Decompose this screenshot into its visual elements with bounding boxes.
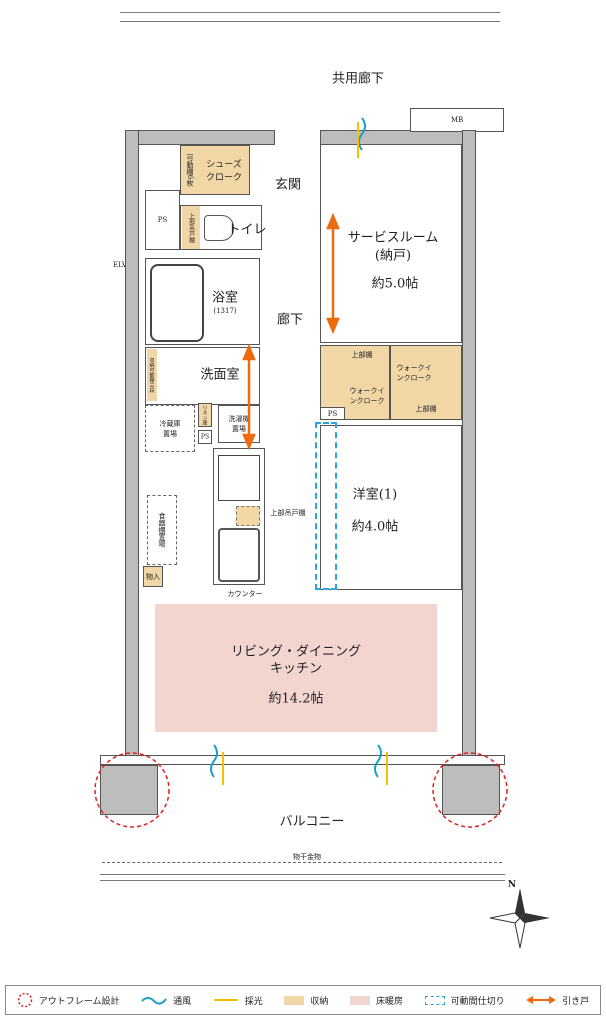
service-room-size: 約5.0帖	[371, 276, 419, 292]
legend-item: アウトフレーム設計	[17, 992, 120, 1008]
ps-box-top: PS	[145, 190, 180, 250]
western-room-size: 約4.0帖	[351, 519, 399, 535]
ventilation-icon	[358, 117, 366, 151]
blue-dashed-box-icon	[424, 995, 445, 1005]
fridge-space: 冷蔵庫置場	[145, 405, 195, 452]
upper-shelf-label-2: 上部棚	[415, 405, 437, 413]
mb-label: MB	[450, 116, 464, 124]
column-right	[442, 765, 500, 815]
legend-item: 引き戸	[526, 994, 589, 1007]
pink-box-icon	[349, 995, 370, 1005]
ps-label: PS	[200, 433, 210, 441]
western-room	[320, 425, 462, 590]
walk-in-closet-2	[390, 345, 462, 420]
toilet-cabinet-label: 上部吊戸棚	[187, 213, 195, 243]
bath-label: 浴室	[211, 290, 239, 306]
sink-icon	[218, 528, 260, 582]
shoes-closet	[180, 145, 250, 195]
legend-item: 採光	[213, 994, 263, 1007]
outframe-circle-icon	[432, 752, 508, 828]
tan-box-icon	[284, 995, 305, 1005]
bath-size-label: (1317)	[213, 307, 237, 315]
wic-label-2: ウォークインクローク	[396, 364, 432, 382]
washer-label: 洗濯機置場	[228, 415, 250, 433]
mb-box: MB	[410, 108, 504, 132]
service-room-label: サービスルーム	[347, 230, 439, 246]
western-room-label: 洋室(1)	[352, 487, 398, 503]
column-left	[100, 765, 158, 815]
movable-partition	[315, 422, 337, 590]
legend-item: 可動間仕切り	[424, 994, 505, 1007]
toilet-label: トイレ	[227, 222, 267, 238]
ventilation-icon	[374, 744, 382, 778]
legend-item: 床暖房	[349, 994, 403, 1007]
ps-box-wic: PS	[320, 407, 345, 420]
toilet-icon	[204, 215, 234, 241]
legend-item: 収納	[284, 994, 328, 1007]
washroom	[145, 347, 260, 405]
service-room	[320, 145, 462, 343]
upper-shelf-label-1: 上部棚	[351, 351, 373, 359]
outframe-circle-icon	[94, 752, 170, 828]
compass-icon	[489, 888, 550, 949]
shoes-shelf-label: 可動棚6枚	[186, 153, 194, 187]
drying-hardware-label: 物干金物	[293, 852, 321, 862]
service-room-sub-label: (納戸)	[374, 248, 412, 264]
balcony-railing	[100, 874, 505, 881]
ps-box-wash: PS	[198, 430, 212, 444]
bathtub-icon	[150, 264, 204, 342]
elv-label: ELV	[113, 261, 127, 269]
kitchen-cabinet	[236, 506, 260, 526]
linen-closet: リネン庫	[198, 403, 212, 427]
ldk-label-2: キッチン	[269, 661, 323, 677]
wic-label-1: ウォークインクローク	[349, 387, 385, 405]
legend-label: 収納	[310, 996, 329, 1007]
sliding-door-icon	[326, 212, 340, 335]
sliding-door-icon	[242, 343, 256, 451]
drying-line	[102, 862, 502, 863]
stove-icon	[218, 455, 260, 501]
cupboard-space: 食器棚置場	[147, 495, 177, 565]
storage-label: 物入	[146, 572, 160, 581]
red-dashed-circle-icon	[17, 992, 33, 1008]
balcony-label: バルコニー	[279, 814, 345, 830]
legend-label: アウトフレーム設計	[38, 996, 120, 1007]
legend-label: 採光	[244, 996, 263, 1007]
washroom-storage-label: 収納可動棚三段	[148, 357, 155, 393]
ps-label: PS	[157, 216, 168, 224]
cupboard-label: 食器棚置場	[158, 512, 166, 548]
legend-label: 床暖房	[375, 996, 403, 1007]
legend: アウトフレーム設計 通風 採光 収納 床暖房 可動間仕切り 引き戸	[5, 985, 601, 1015]
linen-label: リネン庫	[201, 405, 208, 425]
top-railing	[120, 12, 500, 22]
fridge-label: 冷蔵庫置場	[159, 419, 181, 438]
kitchen-cabinet-label: 上部吊戸棚	[270, 509, 306, 517]
ps-label: PS	[327, 409, 338, 418]
balcony-wall	[100, 755, 505, 765]
hallway-label: 廊下	[276, 312, 304, 328]
ldk-size: 約14.2帖	[268, 691, 324, 707]
counter-label: カウンター	[227, 590, 263, 598]
shoes-closet-label: シューズクローク	[206, 160, 243, 183]
ventilation-icon	[210, 744, 218, 778]
north-label: N	[507, 880, 517, 890]
double-arrow-icon	[526, 996, 557, 1004]
entrance-label: 玄関	[274, 177, 302, 193]
toilet-cabinet	[182, 206, 200, 249]
common-corridor-label: 共用廊下	[331, 71, 385, 87]
legend-label: 引き戸	[562, 996, 590, 1007]
storage-closet: 物入	[143, 566, 163, 587]
ldk-label-1: リビング・ダイニング	[230, 644, 362, 660]
washroom-label: 洗面室	[200, 367, 240, 383]
wave-line-icon	[141, 997, 167, 1005]
washroom-storage	[147, 349, 157, 401]
legend-label: 可動間仕切り	[450, 996, 505, 1007]
light-line-icon	[213, 999, 238, 1001]
legend-item: 通風	[141, 994, 191, 1007]
ldk-floor-heating	[155, 604, 437, 732]
legend-label: 通風	[173, 996, 192, 1007]
